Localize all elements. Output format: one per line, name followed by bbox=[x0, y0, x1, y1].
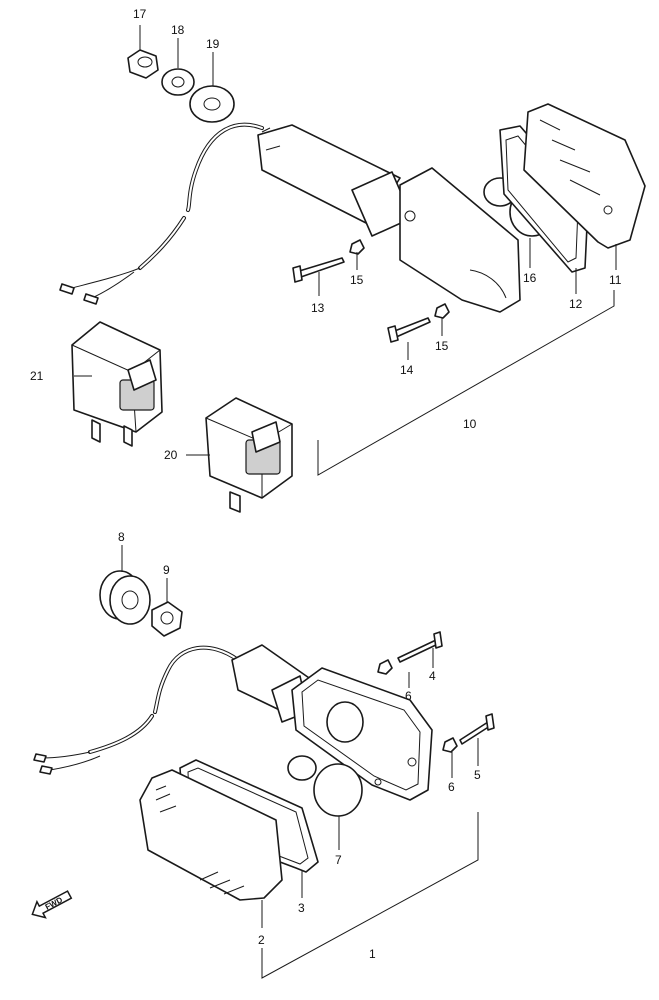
part-19-rubber-washer bbox=[189, 85, 235, 123]
part-8-grommet bbox=[99, 570, 151, 625]
callout-15-upper: 15 bbox=[350, 273, 364, 287]
assembly-10-bracket bbox=[317, 290, 615, 476]
leader-lines bbox=[74, 25, 617, 928]
callout-9: 9 bbox=[163, 563, 170, 577]
part-14-screw bbox=[387, 317, 431, 343]
part-2-lens bbox=[139, 769, 283, 901]
callout-13: 13 bbox=[311, 301, 325, 315]
part-4-screw bbox=[397, 631, 443, 663]
callout-11: 11 bbox=[609, 273, 622, 287]
front-arrow-icon: FWD bbox=[31, 890, 73, 919]
part-21-relay bbox=[71, 321, 163, 447]
part-15-nut-lower bbox=[434, 303, 450, 319]
part-6-nut-upper bbox=[377, 659, 393, 675]
top-wire-harness bbox=[59, 122, 264, 305]
part-11-lens bbox=[523, 103, 646, 249]
callout-14: 14 bbox=[400, 363, 414, 377]
part-17-nut bbox=[127, 49, 159, 79]
bottom-wire-harness bbox=[33, 645, 240, 775]
part-15-nut-upper bbox=[349, 239, 365, 255]
callout-7: 7 bbox=[335, 853, 342, 867]
callout-1: 1 bbox=[369, 947, 376, 961]
callout-15-lower: 15 bbox=[435, 339, 449, 353]
part-18-washer bbox=[161, 68, 195, 96]
part-13-screw bbox=[292, 257, 345, 283]
bottom-lamp-housing bbox=[291, 667, 433, 801]
callout-4: 4 bbox=[429, 669, 436, 683]
callout-19: 19 bbox=[206, 37, 220, 51]
callout-3: 3 bbox=[298, 901, 305, 915]
callout-10: 10 bbox=[463, 417, 477, 431]
callout-2: 2 bbox=[258, 933, 265, 947]
part-9-nut bbox=[151, 601, 183, 637]
callout-20: 20 bbox=[164, 448, 178, 462]
part-12-gasket bbox=[499, 125, 589, 273]
part-7-bulb bbox=[287, 701, 364, 817]
callout-6-lower: 6 bbox=[448, 780, 455, 794]
callout-6-upper: 6 bbox=[405, 689, 412, 703]
top-lamp-housing bbox=[399, 167, 521, 313]
assembly-1-bracket bbox=[261, 812, 479, 979]
callout-5: 5 bbox=[474, 768, 481, 782]
part-6-nut-lower bbox=[442, 737, 458, 753]
callout-12: 12 bbox=[569, 297, 583, 311]
top-lamp-stem bbox=[257, 124, 413, 237]
callout-8: 8 bbox=[118, 530, 125, 544]
callout-17: 17 bbox=[133, 7, 147, 21]
callout-16: 16 bbox=[523, 271, 537, 285]
callout-21: 21 bbox=[30, 369, 44, 383]
callout-18: 18 bbox=[171, 23, 185, 37]
part-5-screw bbox=[459, 713, 495, 745]
part-20-relay bbox=[205, 397, 293, 513]
